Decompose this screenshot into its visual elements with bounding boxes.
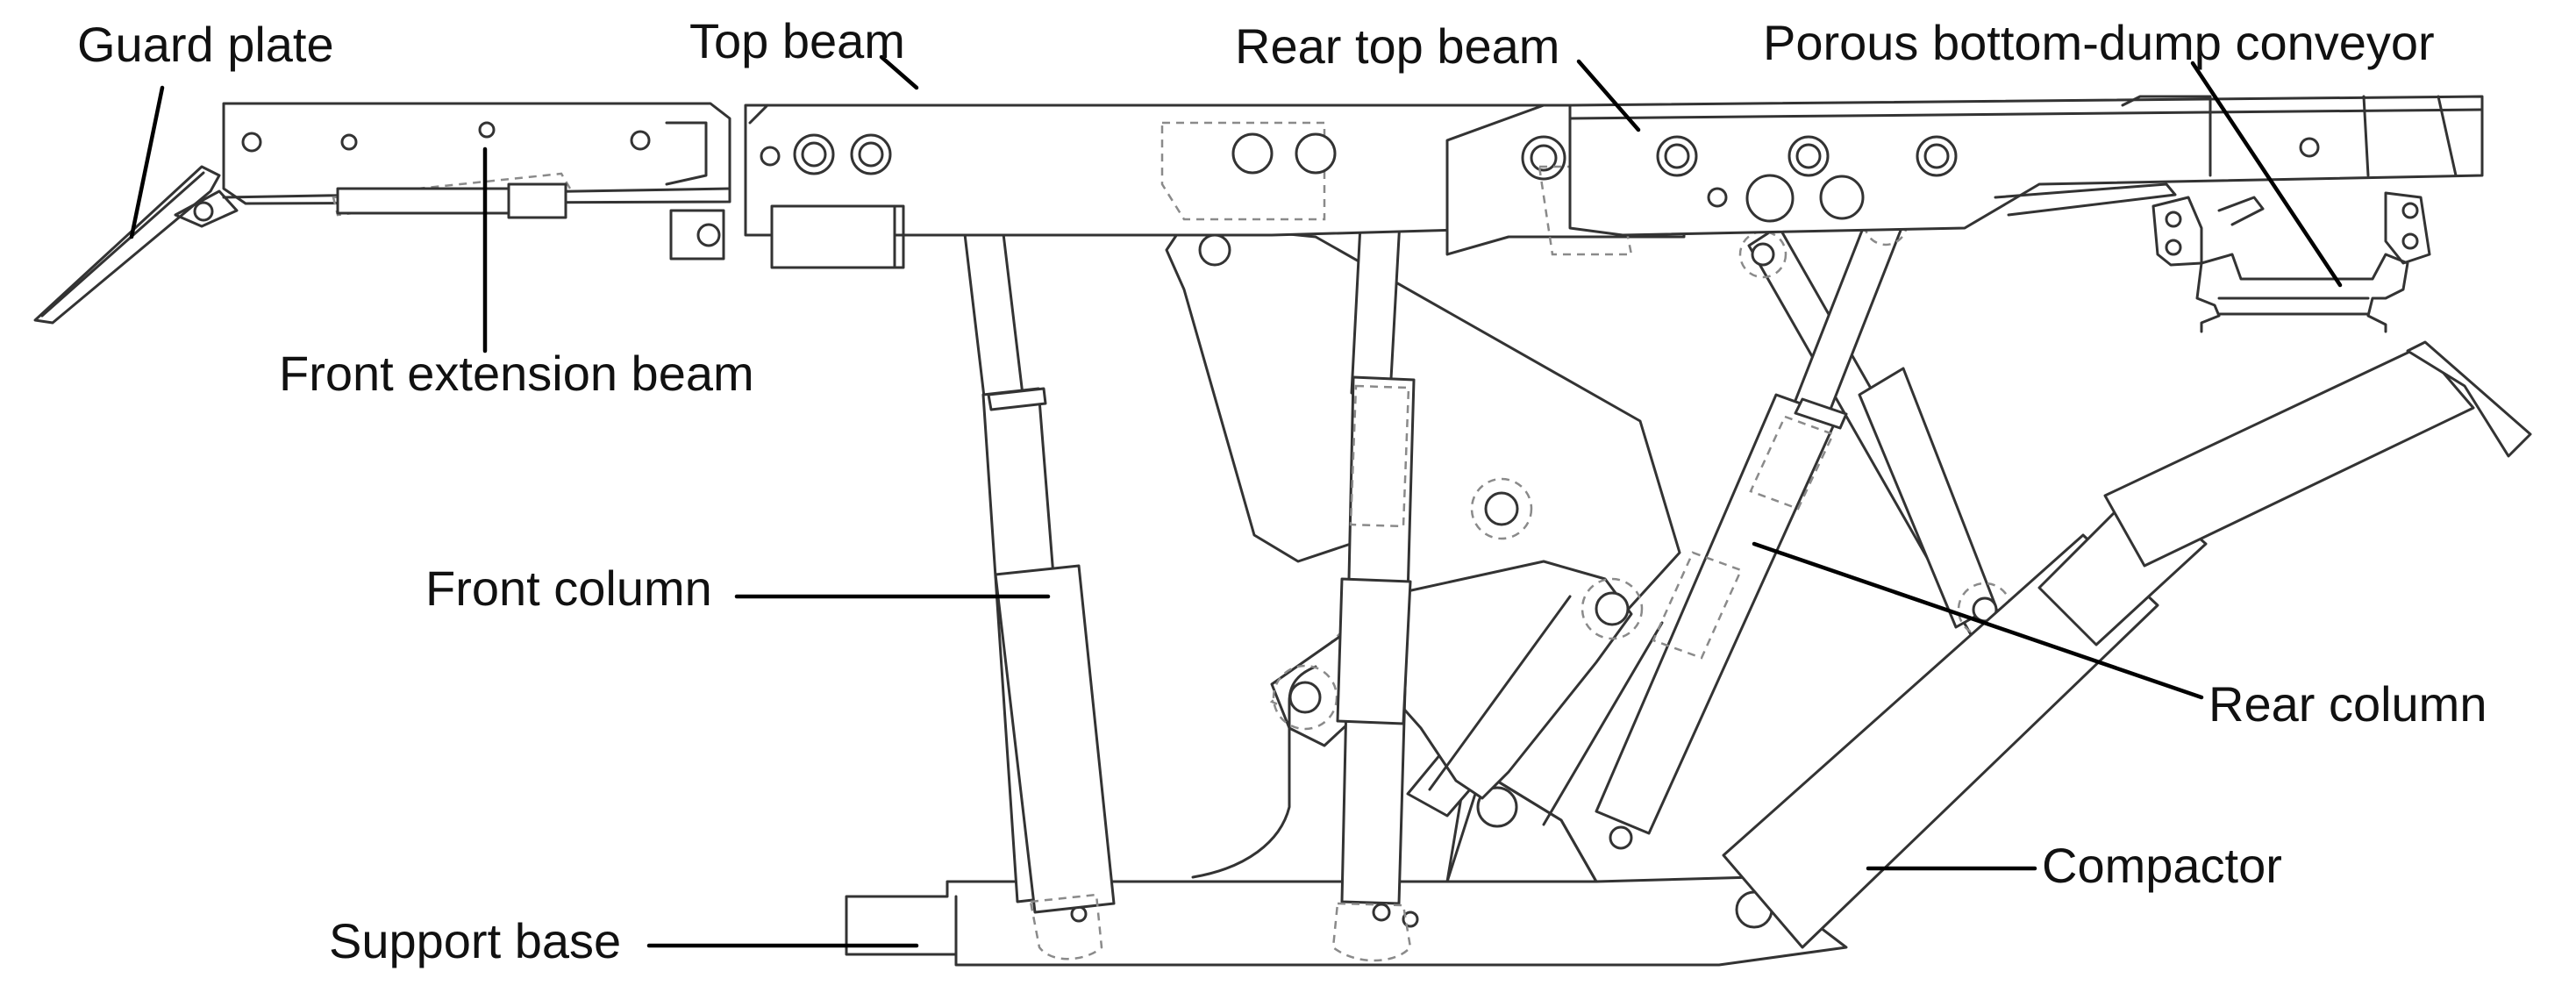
support-base (845, 770, 1848, 967)
label-porous-conveyor: Porous bottom-dump conveyor (1763, 15, 2435, 70)
labels: Guard plate Top beam Rear top beam Porou… (77, 13, 2487, 968)
label-front-extension-beam: Front extension beam (279, 346, 754, 401)
label-rear-column: Rear column (2209, 676, 2487, 732)
linkage-frame (1165, 218, 1681, 879)
label-compactor: Compactor (2042, 838, 2282, 893)
rear-column (1595, 201, 2013, 835)
compactor (1722, 340, 2532, 949)
label-top-beam: Top beam (689, 13, 905, 68)
rear-top-beam (1568, 95, 2484, 237)
label-rear-top-beam: Rear top beam (1235, 18, 1559, 74)
top-beam (33, 102, 1686, 325)
label-guard-plate: Guard plate (77, 17, 334, 72)
front-column (960, 142, 1116, 961)
leader-lines (129, 54, 2343, 948)
porous-conveyor (2151, 191, 2431, 333)
label-support-base: Support base (329, 913, 621, 968)
label-front-column: Front column (425, 561, 712, 616)
